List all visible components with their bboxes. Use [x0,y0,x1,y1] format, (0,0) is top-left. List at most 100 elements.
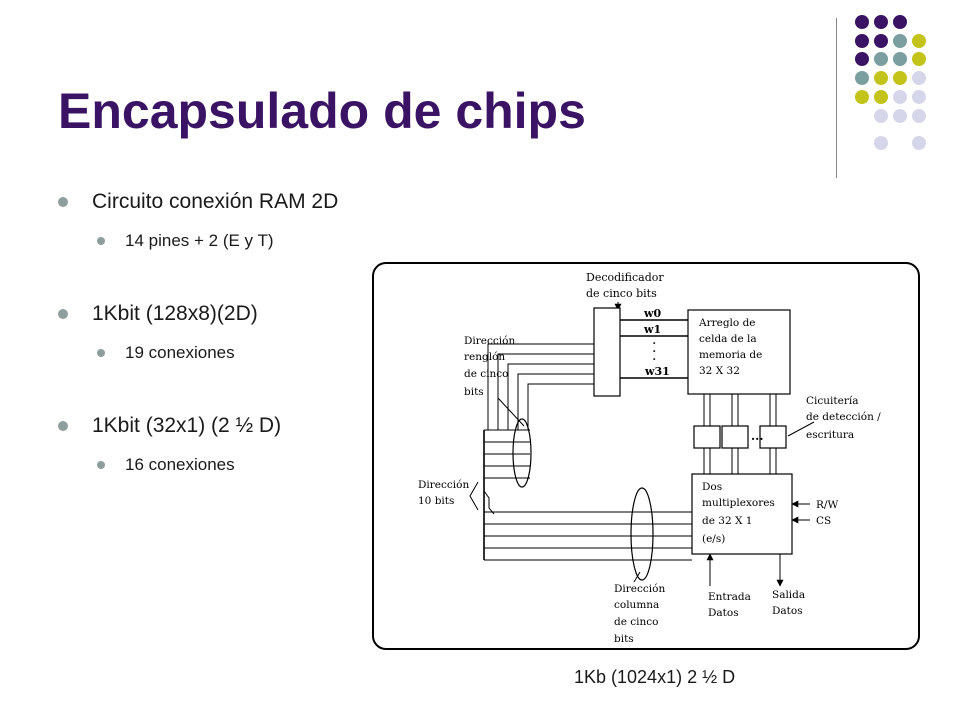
word-line-ellipsis-dot: . [652,348,656,364]
sense-write-ellipsis: ... [751,429,764,443]
decorative-dot [855,34,869,48]
sense-write-block [693,425,721,449]
row-address-bundle-ellipse [512,418,532,488]
decorative-dot [893,34,907,48]
decorative-dot [855,15,869,29]
sub-bullet-text: 16 conexiones [125,455,235,474]
decorative-dot [855,71,869,85]
svg-text:Entrada: Entrada [708,591,751,603]
sub-bullet-item: 16 conexiones [97,455,235,475]
word-line-ellipsis-dot: . [652,340,656,356]
svg-text:columna: columna [614,599,659,611]
svg-text:celda de la: celda de la [699,333,757,345]
decoder-label: Decodificador de cinco bits [586,271,664,300]
sense-write-label: Cicuitería de detección / escritura [806,395,881,441]
decorative-dot [874,34,888,48]
decorative-dot [893,52,907,66]
svg-text:CS: CS [816,515,831,527]
memory-array-label: Arreglo de celda de la memoria de 32 X 3… [698,317,762,377]
bullet-marker [58,309,68,319]
bullet-marker [58,197,68,207]
svg-text:Decodificador: Decodificador [586,271,664,284]
sub-bullet-text: 19 conexiones [125,343,235,362]
svg-text:w0: w0 [643,307,661,320]
data-in-label: Entrada Datos [708,591,751,619]
diagram-caption: 1Kb (1024x1) 2 ½ D [574,667,736,687]
sub-bullet-item: 19 conexiones [97,343,235,363]
svg-text:multiplexores: multiplexores [702,497,775,509]
bullet-text: Circuito conexión RAM 2D [92,190,339,213]
decorative-dot [874,71,888,85]
decorative-dot [855,90,869,104]
decorative-dot [912,52,926,66]
sub-bullet-marker [97,461,105,469]
svg-text:bits: bits [464,386,484,398]
decorative-dot [893,109,907,123]
address-label: Dirección 10 bits [418,479,469,507]
memory-array-block [687,309,791,395]
column-address-label: Dirección columna de cinco bits [614,583,665,645]
sub-bullet-text: 14 pines + 2 (E y T) [125,231,274,250]
memory-organization-diagram: Decodificador de cinco bits w0 w1 w31 . … [372,262,920,650]
column-address-bundle-ellipse [630,487,654,581]
svg-text:32 X 32: 32 X 32 [699,365,740,377]
control-signals-label: R/W CS [816,499,838,527]
decorative-dot [912,90,926,104]
svg-text:w31: w31 [644,365,670,378]
multiplexer-label: Dos multiplexores de 32 X 1 (e/s) [702,481,775,545]
decorative-dot [874,52,888,66]
sense-write-block [721,425,749,449]
svg-text:escritura: escritura [806,429,854,441]
svg-text:Arreglo de: Arreglo de [698,317,756,329]
sub-bullet-marker [97,237,105,245]
bullet-item: Circuito conexión RAM 2D [58,190,338,214]
svg-text:10 bits: 10 bits [418,495,454,507]
decorative-dot-grid [855,15,926,150]
multiplexer-block [691,473,793,555]
svg-text:w1: w1 [643,323,661,336]
svg-text:(e/s): (e/s) [702,533,725,545]
decorative-dot [874,90,888,104]
svg-text:de 32 X 1: de 32 X 1 [702,515,752,527]
row-address-label: Dirección renglón de cinco bits [464,335,515,398]
svg-text:de detección /: de detección / [806,411,881,423]
svg-text:Dirección: Dirección [614,583,665,595]
word-line-ellipsis-dot: . [652,332,656,348]
decorative-dot [874,136,888,150]
decorative-dot [893,15,907,29]
decorative-dot [874,15,888,29]
decorative-dot [893,90,907,104]
bullet-item: 1Kbit (128x8)(2D) [58,302,258,326]
decorative-dot [912,71,926,85]
svg-text:Dos: Dos [702,481,722,493]
decorative-dot [912,109,926,123]
svg-text:Salida: Salida [772,589,805,601]
sense-write-block [759,425,787,449]
bullet-list: Circuito conexión RAM 2D 14 pines + 2 (E… [0,0,370,500]
svg-text:R/W: R/W [816,499,838,511]
svg-text:Cicuitería: Cicuitería [806,395,858,407]
diagram-drawing: Decodificador de cinco bits w0 w1 w31 . … [418,271,881,645]
svg-text:de cinco: de cinco [464,368,508,380]
svg-text:de cinco: de cinco [614,616,658,628]
bullet-item: 1Kbit (32x1) (2 ½ D) [58,414,281,438]
bullet-text: 1Kbit (32x1) (2 ½ D) [92,414,282,437]
bullet-text: 1Kbit (128x8)(2D) [92,302,258,325]
sub-bullet-marker [97,349,105,357]
slide-title: Encapsulado de chips [58,83,586,139]
decorative-dot [893,71,907,85]
sub-bullet-item: 14 pines + 2 (E y T) [97,231,274,251]
svg-text:Datos: Datos [708,607,739,619]
decorative-dot [874,109,888,123]
decoder-block [593,307,621,397]
decorative-dot [912,136,926,150]
decorative-dot [855,52,869,66]
decorative-dot [912,34,926,48]
svg-text:bits: bits [614,633,634,645]
svg-text:Datos: Datos [772,605,803,617]
svg-text:Dirección: Dirección [464,335,515,347]
data-out-label: Salida Datos [772,589,805,617]
bullet-marker [58,421,68,431]
svg-text:de cinco bits: de cinco bits [586,287,657,300]
svg-text:Dirección: Dirección [418,479,469,491]
